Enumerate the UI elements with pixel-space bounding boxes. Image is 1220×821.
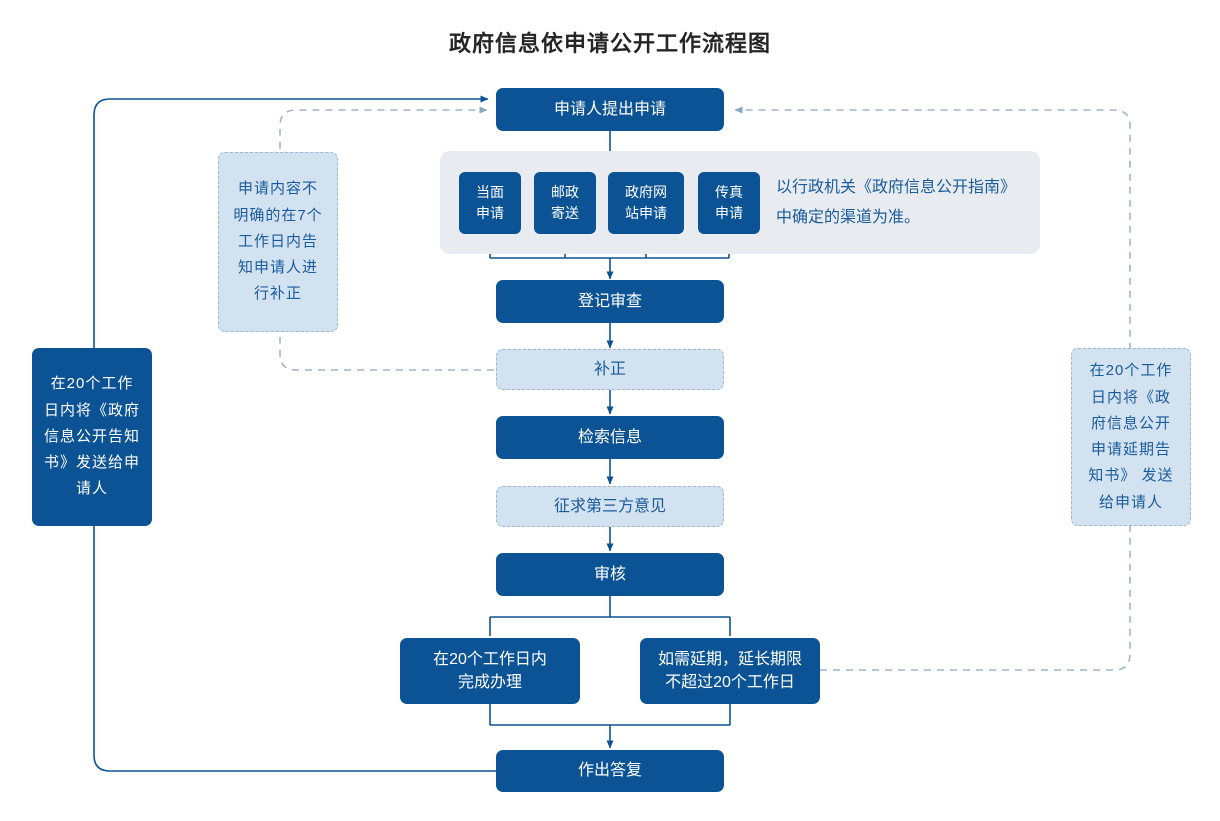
channel-panel-note: 以行政机关《政府信息公开指南》 中确定的渠道为准。	[776, 179, 1017, 227]
note-extension-notice-20-days[interactable]: 在20个工作日内将《政府信息公开申请延期告知书》 发送给申请人	[1071, 348, 1191, 526]
node-complete-within-20-days[interactable]: 在20个工作日内 完成办理	[400, 638, 580, 704]
node-registration-review[interactable]: 登记审查	[496, 280, 724, 323]
channel-box-fax[interactable]: 传真 申请	[698, 172, 760, 234]
channel-box-postal[interactable]: 邮政 寄送	[534, 172, 596, 234]
node-correction[interactable]: 补正	[496, 349, 724, 390]
node-audit[interactable]: 审核	[496, 553, 724, 596]
note-unclear-application-correction[interactable]: 申请内容不明确的在7个工作日内告知申请人进行补正	[218, 152, 338, 332]
page-title: 政府信息依申请公开工作流程图	[448, 31, 771, 56]
node-start[interactable]: 申请人提出申请	[496, 88, 724, 131]
node-information-retrieval[interactable]: 检索信息	[496, 416, 724, 459]
note-disclosure-notice-20-days[interactable]: 在20个工作日内将《政府信息公开告知书》发送给申请人	[32, 348, 152, 526]
node-third-party-opinion[interactable]: 征求第三方意见	[496, 486, 724, 527]
node-extension-limit[interactable]: 如需延期，延长期限 不超过20个工作日	[640, 638, 820, 704]
node-provide-reply[interactable]: 作出答复	[496, 750, 724, 792]
channel-box-website[interactable]: 政府网 站申请	[608, 172, 684, 234]
channel-box-in-person[interactable]: 当面 申请	[459, 172, 521, 234]
